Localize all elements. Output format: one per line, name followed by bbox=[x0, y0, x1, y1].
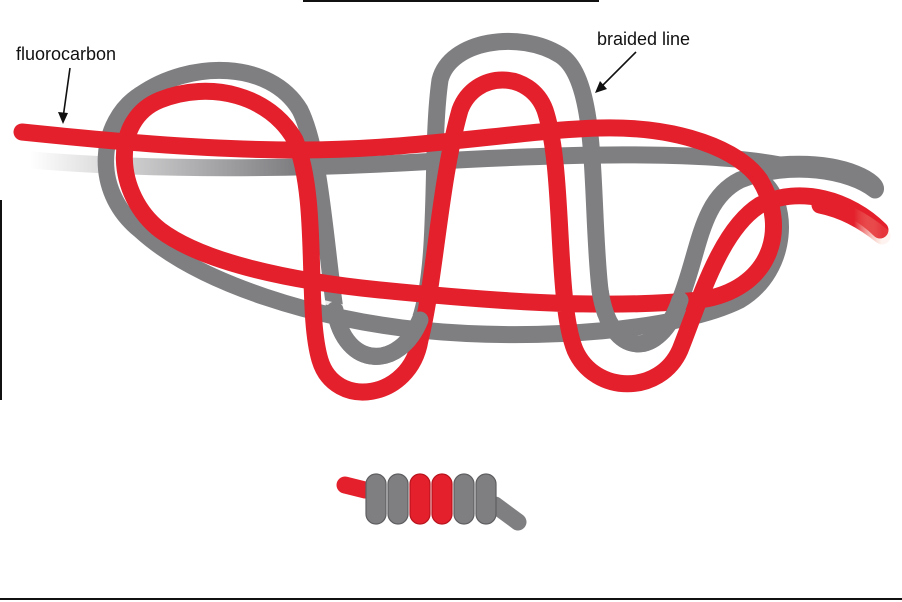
fluorocarbon-arrowhead bbox=[58, 112, 68, 124]
braided-line-arrow bbox=[599, 51, 637, 89]
braided-line-arrowhead bbox=[595, 81, 607, 93]
braided-line-strand bbox=[21, 146, 789, 177]
top-border bbox=[303, 0, 599, 2]
braided-line-wrap bbox=[365, 473, 387, 525]
braided-line-wrap bbox=[453, 473, 475, 525]
knot-wraps bbox=[365, 473, 497, 525]
left-border bbox=[0, 200, 2, 400]
fluorocarbon-label: fluorocarbon bbox=[16, 44, 117, 64]
fluorocarbon-wrap bbox=[409, 473, 431, 525]
finished-red-tag bbox=[336, 476, 374, 499]
fluorocarbon-tag-end bbox=[811, 196, 891, 245]
braided-line-strand bbox=[326, 301, 429, 365]
label-arrows bbox=[58, 51, 637, 124]
braided-line-label: braided line bbox=[597, 29, 691, 49]
braided-line-strand bbox=[591, 281, 689, 353]
fluorocarbon-wrap bbox=[431, 473, 453, 525]
braided-line-wrap bbox=[387, 473, 409, 525]
fluorocarbon-strand bbox=[13, 119, 769, 189]
braided-line-wrap bbox=[475, 473, 497, 525]
finished-grey-tag bbox=[486, 496, 527, 531]
fluorocarbon-strand bbox=[115, 71, 889, 401]
finished-knot bbox=[69, 473, 879, 531]
braided-line-strand bbox=[131, 32, 884, 365]
bottom-border bbox=[0, 598, 902, 600]
fluorocarbon-arrow bbox=[62, 67, 71, 119]
loose-knot bbox=[13, 32, 891, 401]
